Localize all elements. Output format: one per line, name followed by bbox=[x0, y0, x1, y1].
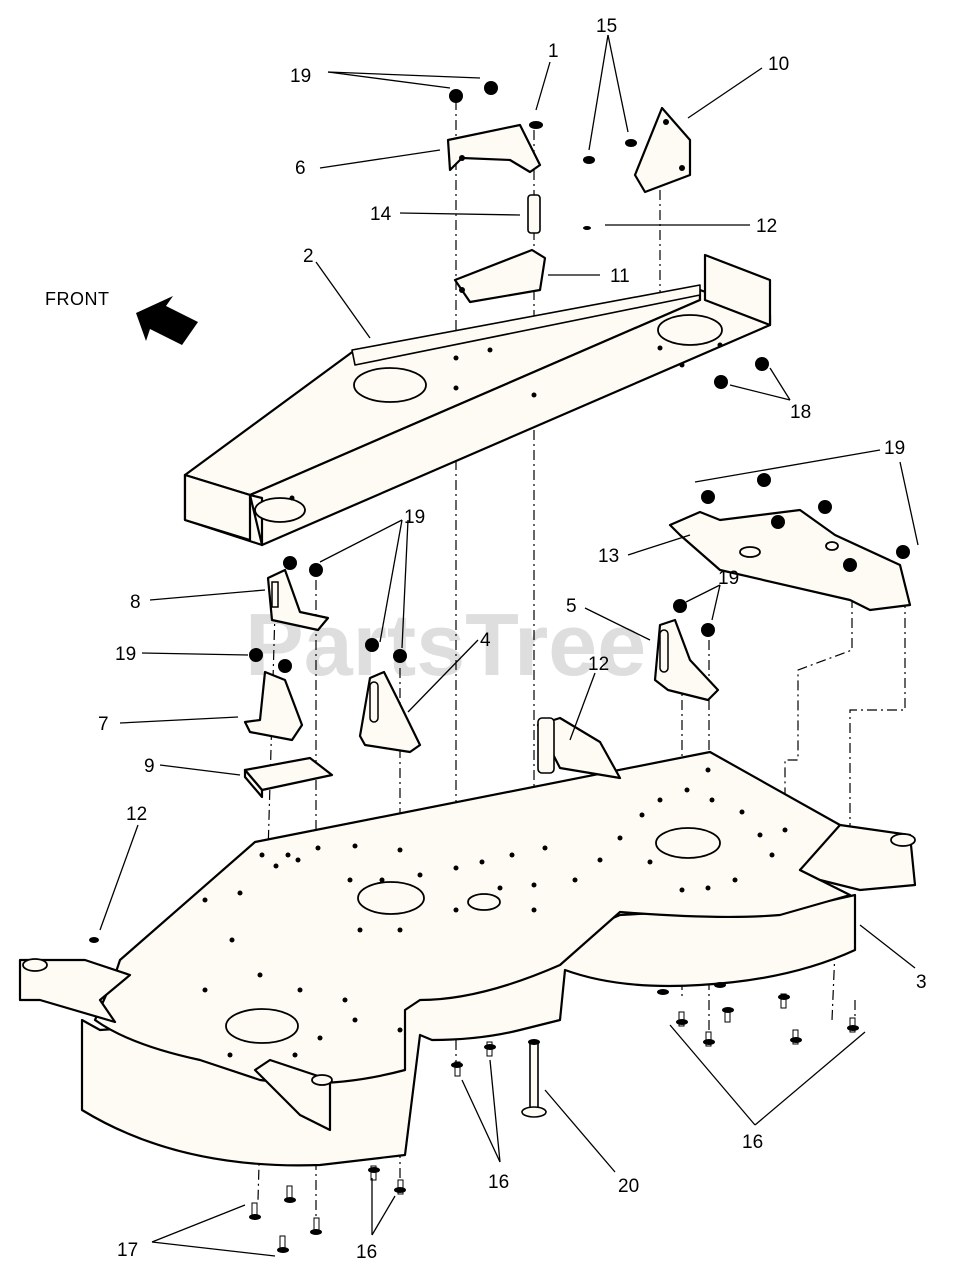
bracket-13 bbox=[668, 508, 912, 612]
bracket-7 bbox=[243, 670, 304, 742]
bolts-16-17 bbox=[89, 226, 859, 1253]
nuts-19-top bbox=[449, 81, 498, 103]
callout-19-top: 19 bbox=[290, 66, 311, 87]
plate-9 bbox=[243, 756, 334, 799]
watermark: PartsTree bbox=[245, 595, 646, 694]
callout-4: 4 bbox=[480, 630, 491, 651]
callout-17: 17 bbox=[117, 1240, 138, 1261]
front-label: FRONT bbox=[45, 289, 110, 309]
nuts-19-middle bbox=[249, 473, 910, 673]
callout-16-right: 16 bbox=[742, 1132, 763, 1153]
callout-6: 6 bbox=[295, 158, 306, 179]
bracket-11 bbox=[453, 248, 547, 304]
bracket-4 bbox=[358, 670, 422, 754]
callout-1: 1 bbox=[548, 41, 559, 62]
callout-11: 11 bbox=[610, 266, 630, 287]
callout-13: 13 bbox=[598, 546, 619, 567]
bracket-12-mid bbox=[536, 716, 622, 780]
callout-19-center: 19 bbox=[404, 507, 425, 528]
callout-19-left: 19 bbox=[115, 644, 136, 665]
front-arrow-icon bbox=[136, 296, 198, 345]
callout-12-left: 12 bbox=[126, 804, 147, 825]
callout-3: 3 bbox=[916, 972, 927, 993]
callout-16-left: 16 bbox=[356, 1242, 377, 1263]
callout-15: 15 bbox=[596, 16, 617, 37]
callout-20: 20 bbox=[618, 1176, 639, 1197]
bracket-8 bbox=[266, 568, 330, 632]
bracket-6 bbox=[446, 123, 542, 174]
callout-19-far-right: 19 bbox=[884, 438, 905, 459]
callouts: 1 2 3 4 5 6 7 8 9 10 11 12 12 12 13 14 1… bbox=[98, 16, 927, 1263]
callout-14: 14 bbox=[370, 204, 392, 225]
callout-16-mid: 16 bbox=[488, 1172, 509, 1193]
deck-housing bbox=[18, 750, 917, 1167]
pin-14 bbox=[527, 194, 541, 234]
bracket-10 bbox=[633, 106, 692, 194]
callout-7: 7 bbox=[98, 714, 109, 735]
nut-1 bbox=[529, 121, 543, 129]
callout-18: 18 bbox=[790, 402, 811, 423]
deck-frame bbox=[183, 253, 772, 547]
callout-2: 2 bbox=[303, 246, 314, 267]
nuts-18 bbox=[714, 357, 769, 389]
callout-19-right: 19 bbox=[718, 568, 739, 589]
nuts-15 bbox=[583, 139, 637, 164]
callout-10: 10 bbox=[768, 54, 789, 75]
bolt-20 bbox=[521, 1039, 547, 1118]
callout-12-top: 12 bbox=[756, 216, 777, 237]
leader-lines bbox=[99, 34, 919, 1257]
callout-9: 9 bbox=[144, 756, 155, 777]
callout-5: 5 bbox=[566, 596, 577, 617]
callout-8: 8 bbox=[130, 592, 141, 613]
bracket-5 bbox=[653, 618, 720, 702]
deck-holes bbox=[202, 767, 788, 1058]
callout-12-mid: 12 bbox=[588, 654, 609, 675]
